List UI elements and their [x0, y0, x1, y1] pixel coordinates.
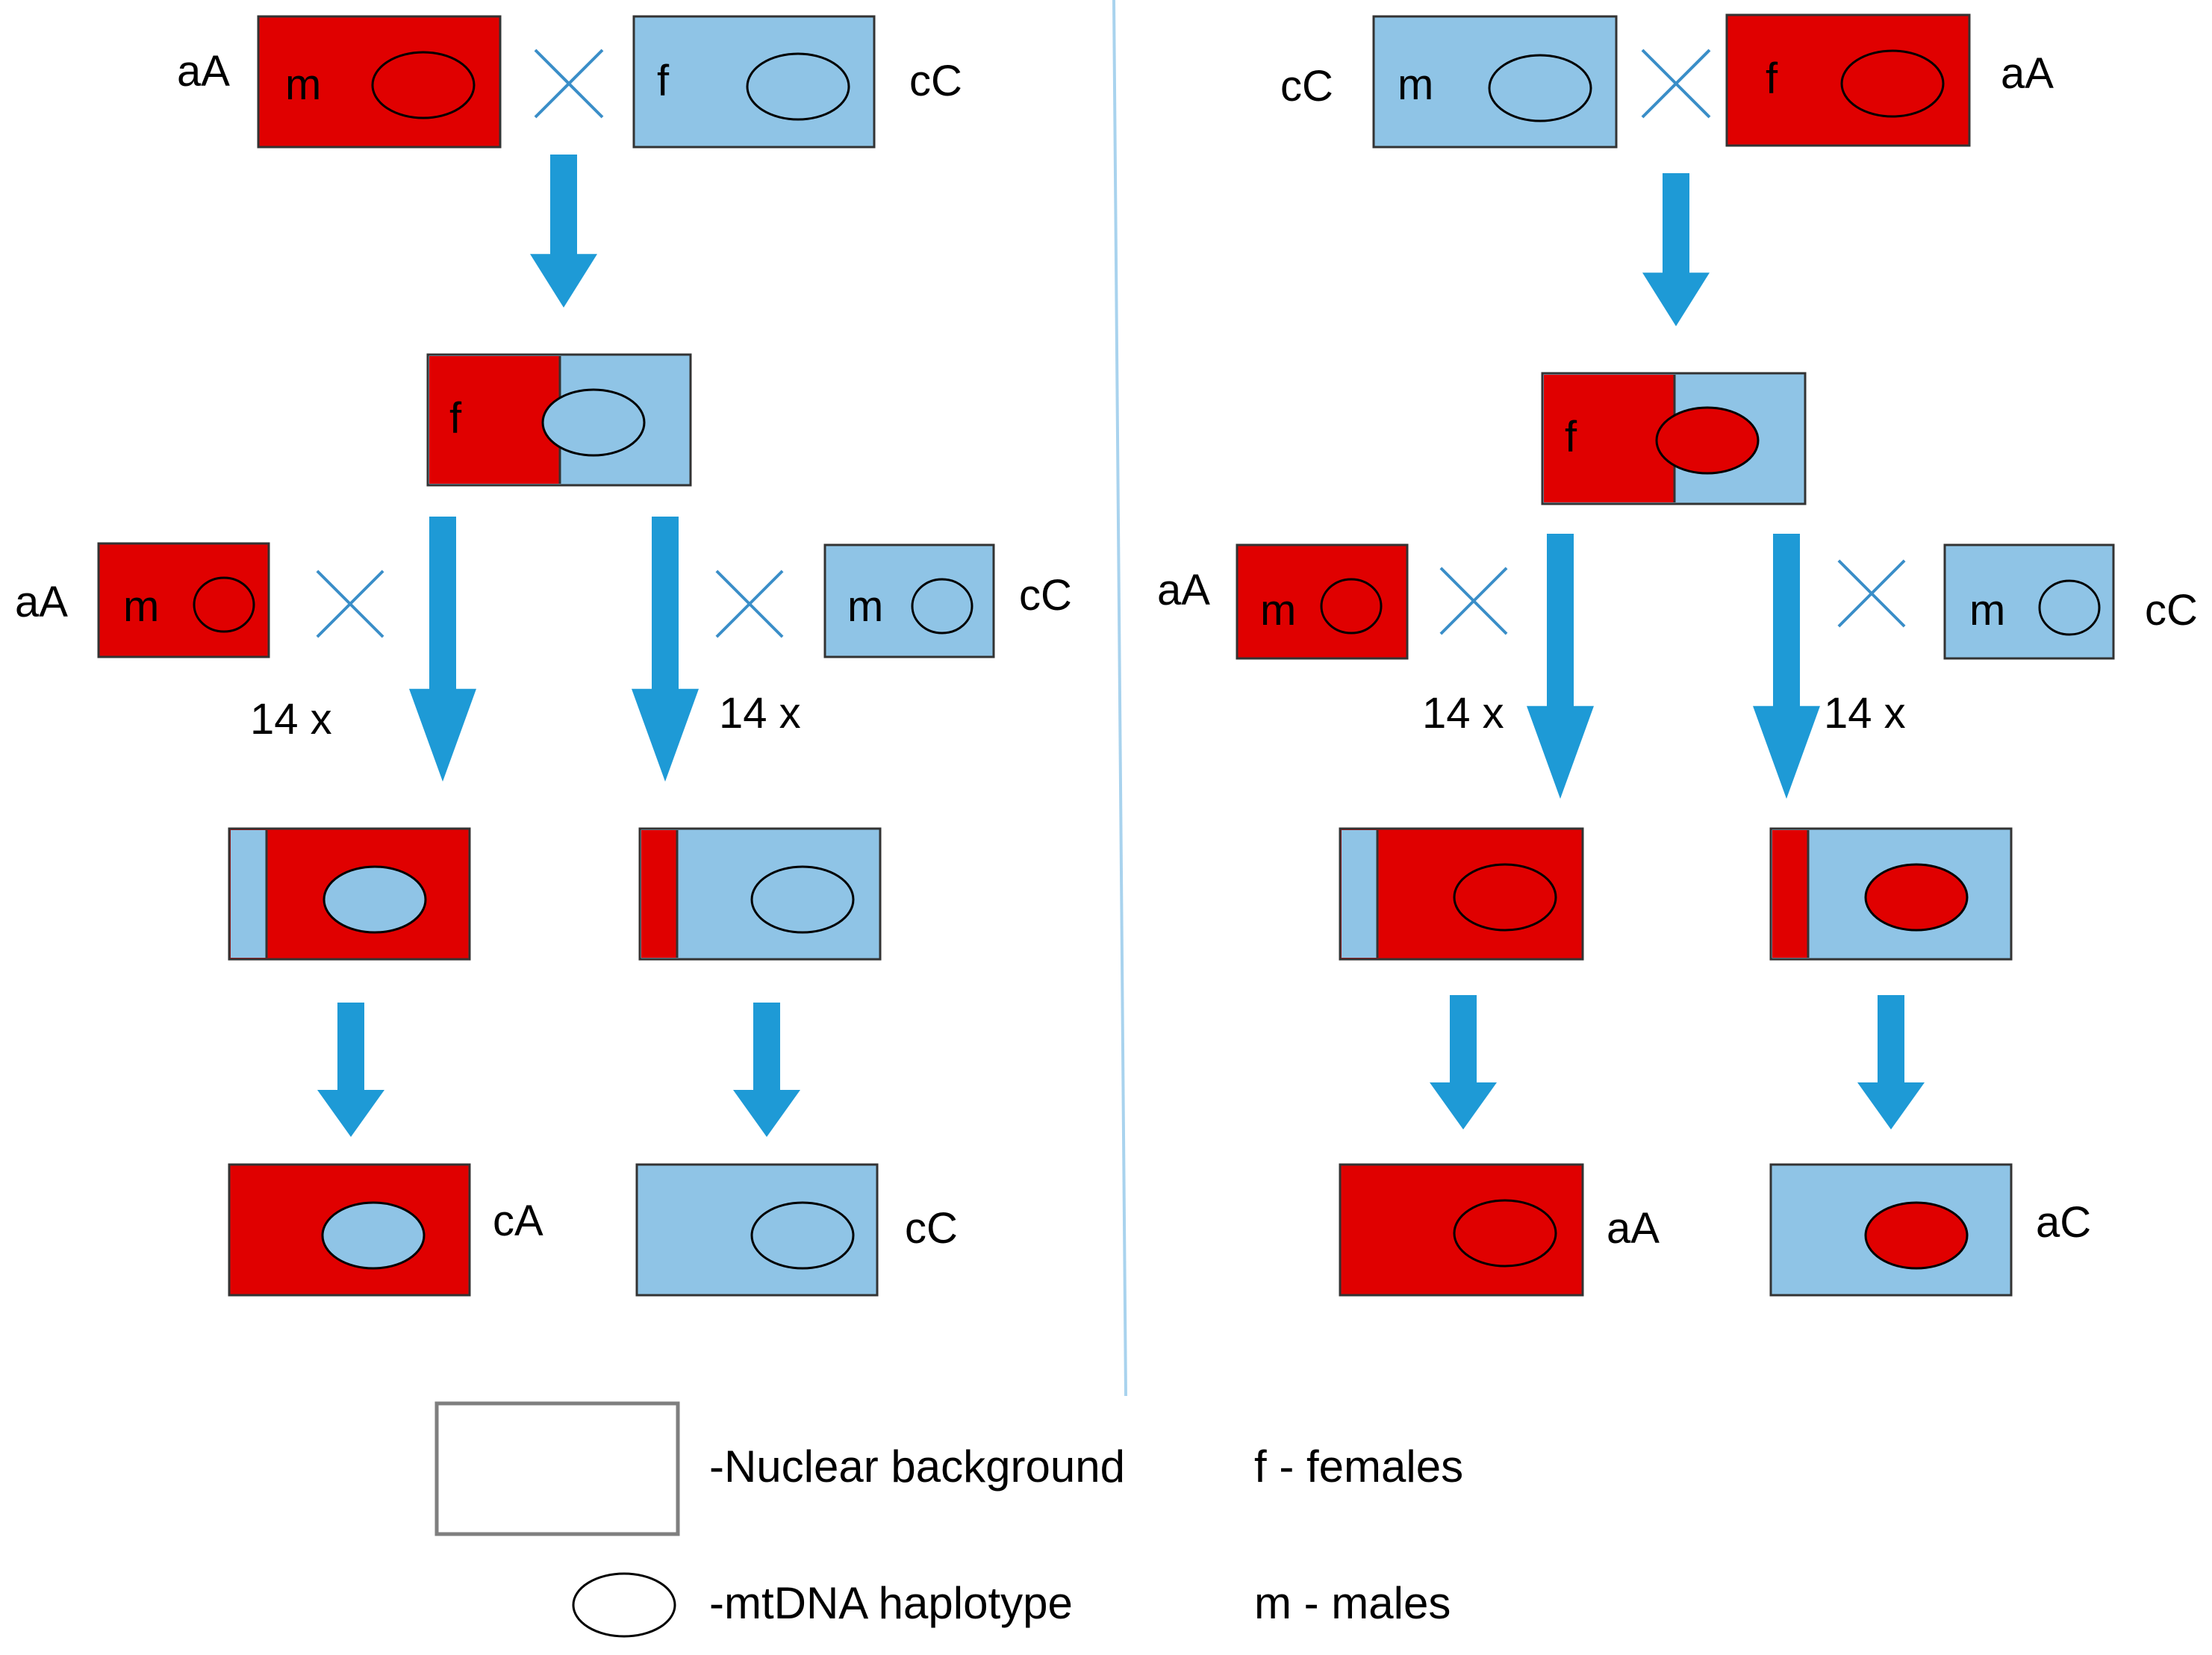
left-backcross-result-a [228, 827, 471, 961]
mtdna-ellipse [1488, 54, 1592, 122]
left-parent-female-genotype: cC [909, 57, 962, 105]
mtdna-ellipse [1453, 863, 1557, 932]
right-generations-right: 14 x [1824, 689, 1906, 738]
right-f1-female: f [1541, 372, 1807, 505]
right-backcross-male-c: m [1943, 543, 2115, 660]
mtdna-ellipse [1655, 406, 1760, 475]
arrow-down-icon [1753, 534, 1820, 799]
left-panel: aA m f cC f aA m 14 x [15, 15, 1072, 1297]
arrow-down-icon [409, 517, 476, 782]
right-parent-female-genotype: aA [2001, 49, 2054, 98]
sex-label: m [285, 60, 321, 109]
cross-icon [315, 569, 385, 639]
legend-mtdna-label: -mtDNA haplotype [709, 1578, 1073, 1628]
mtdna-ellipse [541, 388, 646, 457]
left-f1-female: f [426, 353, 692, 487]
right-final-line-a [1339, 1163, 1584, 1297]
right-panel: cC m f aA f aA m 14 x [1157, 13, 2198, 1297]
mtdna-ellipse [193, 576, 255, 633]
legend-mtdna-swatch [572, 1572, 676, 1638]
legend-females-label: f - females [1254, 1441, 1463, 1492]
left-backcross-result-c [638, 827, 882, 961]
arrow-down-icon [1642, 173, 1710, 326]
mtdna-ellipse [750, 865, 855, 934]
legend-nuclear-swatch [434, 1401, 680, 1536]
left-backcross-male-c: m [823, 543, 995, 658]
right-parent-male: m [1372, 15, 1618, 149]
sex-label: f [1565, 413, 1577, 461]
cross-icon [1439, 566, 1509, 636]
legend-nuclear-label: -Nuclear background [709, 1441, 1125, 1492]
cross-icon [1836, 558, 1907, 629]
left-generations-right: 14 x [719, 689, 801, 738]
sex-label: m [123, 582, 159, 631]
left-backcross-left-genotype: aA [15, 578, 68, 626]
arrow-down-icon [530, 155, 597, 308]
left-final-line-a [228, 1163, 471, 1297]
arrow-down-icon [632, 517, 699, 782]
arrow-down-icon [733, 1003, 800, 1137]
legend: -Nuclear background f - females -mtDNA h… [434, 1401, 1463, 1638]
left-backcross-male-a: m [97, 542, 270, 658]
right-parent-female: f [1725, 13, 1971, 147]
right-parent-male-genotype: cC [1280, 62, 1333, 110]
legend-males-label: m - males [1254, 1578, 1451, 1628]
right-backcross-right-genotype: cC [2145, 586, 2198, 635]
sex-label: m [1398, 60, 1433, 109]
arrow-down-icon [1527, 534, 1594, 799]
mtdna-ellipse [1840, 49, 1945, 118]
mtdna-ellipse [321, 1201, 426, 1270]
left-parent-male-genotype: aA [177, 47, 230, 96]
right-result-right-genotype: aC [2036, 1198, 2091, 1247]
right-backcross-result-a [1339, 827, 1584, 961]
mtdna-ellipse [750, 1201, 855, 1270]
mtdna-ellipse [371, 51, 476, 119]
right-generations-left: 14 x [1422, 689, 1504, 738]
left-backcross-right-genotype: cC [1019, 571, 1072, 620]
mtdna-ellipse [2038, 579, 2101, 636]
mtdna-ellipse [1864, 863, 1969, 932]
right-final-line-c [1769, 1163, 2013, 1297]
right-backcross-left-genotype: aA [1157, 566, 1210, 614]
mtdna-ellipse [1864, 1201, 1969, 1270]
left-final-line-c [635, 1163, 879, 1297]
right-result-left-genotype: aA [1607, 1204, 1660, 1253]
left-result-left-genotype: cA [493, 1197, 543, 1245]
arrow-down-icon [1430, 995, 1497, 1129]
cross-icon [534, 49, 604, 119]
cross-icon [714, 569, 785, 639]
sex-label: m [1969, 586, 2005, 635]
left-result-right-genotype: cC [905, 1204, 958, 1253]
cross-icon [1641, 49, 1711, 119]
left-generations-left: 14 x [250, 695, 332, 744]
arrow-down-icon [317, 1003, 384, 1137]
mtdna-ellipse [746, 52, 850, 121]
mtdna-ellipse [323, 865, 427, 934]
mtdna-ellipse [1320, 578, 1383, 635]
sex-label: m [1260, 586, 1296, 635]
left-parent-male: m [257, 15, 502, 149]
sex-label: f [657, 57, 670, 105]
mtdna-ellipse [1453, 1199, 1557, 1268]
sex-label: m [847, 582, 883, 631]
panel-divider [1112, 0, 1127, 1397]
arrow-down-icon [1857, 995, 1925, 1129]
right-backcross-result-c [1769, 827, 2013, 961]
sex-label: f [449, 394, 462, 443]
right-backcross-male-a: m [1236, 543, 1409, 660]
sex-label: f [1766, 54, 1778, 103]
left-parent-female: f [632, 15, 876, 149]
mtdna-ellipse [911, 578, 973, 635]
